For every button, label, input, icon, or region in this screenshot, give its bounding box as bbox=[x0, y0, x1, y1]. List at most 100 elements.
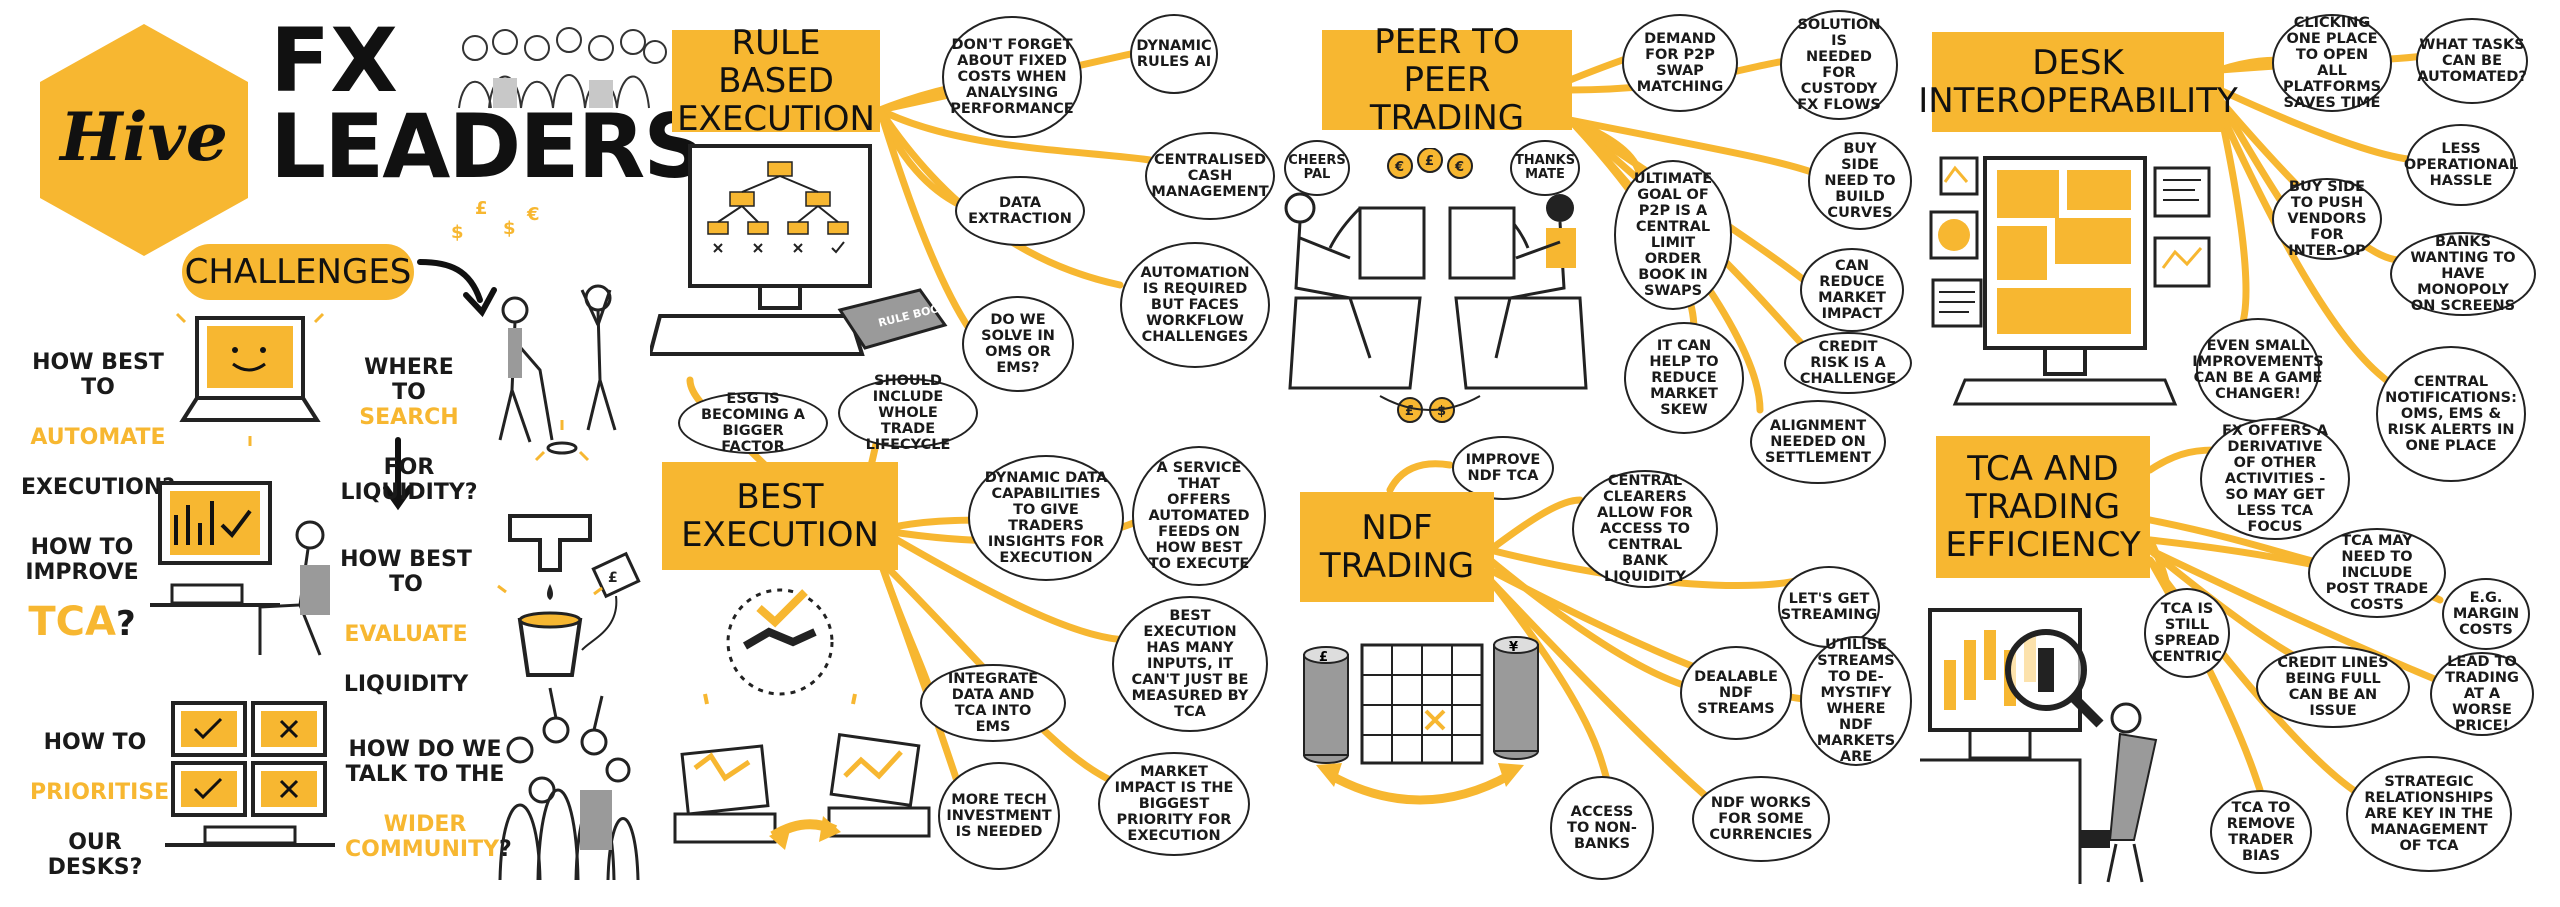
note-automation-workflow: AUTOMATION IS REQUIRED BUT FACES WORKFLO… bbox=[1120, 242, 1270, 368]
challenges-label: CHALLENGES bbox=[182, 244, 414, 300]
svg-text:$: $ bbox=[451, 222, 464, 243]
challenge-search-post: FOR LIQUIDITY? bbox=[340, 455, 478, 505]
note-tech-investment: MORE TECH INVESTMENT IS NEEDED bbox=[938, 762, 1060, 870]
challenge-search-pre: WHERE TO bbox=[364, 355, 454, 405]
ndf-trading-title: NDF TRADING bbox=[1300, 492, 1494, 602]
note-esg: ESG IS BECOMING A BIGGER FACTOR bbox=[678, 391, 828, 455]
note-small-improvements: EVEN SMALL IMPROVEMENTS CAN BE A GAME CH… bbox=[2192, 318, 2324, 422]
challenge-community-highlight: WIDER COMMUNITY bbox=[345, 812, 500, 862]
challenge-automate-pre: HOW BEST TO bbox=[32, 350, 164, 400]
desk-interoperability-title: DESK INTEROPERABILITY bbox=[1918, 32, 2238, 132]
note-less-operational-hassle: LESS OPERATIONAL HASSLE bbox=[2404, 124, 2518, 206]
note-dynamic-data: DYNAMIC DATA CAPABILITIES TO GIVE TRADER… bbox=[968, 455, 1124, 581]
two-traders-illustration: €£€ £$ bbox=[1284, 148, 1588, 423]
note-dealable-ndf-streams: DEALABLE NDF STREAMS bbox=[1680, 646, 1792, 740]
note-central-clearers: CENTRAL CLEARERS ALLOW FOR ACCESS TO CEN… bbox=[1572, 470, 1718, 588]
challenge-wider-community: HOW DO WE TALK TO THE WIDER COMMUNITY? bbox=[345, 712, 512, 862]
note-lets-get-streaming: LET'S GET STREAMING bbox=[1778, 566, 1880, 648]
challenge-evaluate-pre: HOW BEST TO bbox=[340, 547, 472, 597]
challenge-automate: HOW BEST TO AUTOMATE EXECUTION? bbox=[18, 325, 178, 500]
note-spread-centric: TCA IS STILL SPREAD CENTRIC bbox=[2144, 588, 2230, 678]
note-strategic-relationships: STRATEGIC RELATIONSHIPS ARE KEY IN THE M… bbox=[2346, 756, 2512, 872]
page-title: FX LEADERS bbox=[270, 9, 707, 198]
currency-symbols: $ £ $ € bbox=[451, 198, 540, 243]
svg-text:€: € bbox=[526, 204, 540, 225]
note-central-limit-order-book: ULTIMATE GOAL OF P2P IS A CENTRAL LIMIT … bbox=[1614, 160, 1732, 310]
note-improve-ndf-tca: IMPROVE NDF TCA bbox=[1452, 436, 1554, 500]
note-clicking-one-place: CLICKING ONE PLACE TO OPEN ALL PLATFORMS… bbox=[2272, 14, 2392, 112]
note-build-curves: BUY SIDE NEED TO BUILD CURVES bbox=[1808, 132, 1912, 230]
note-p2p-swap-matching: DEMAND FOR P2P SWAP MATCHING bbox=[1622, 14, 1738, 112]
rule-based-execution-title: RULE BASED EXECUTION bbox=[672, 24, 880, 138]
tca-trading-efficiency-title: TCA AND TRADING EFFICIENCY bbox=[1936, 436, 2150, 578]
note-credit-lines: CREDIT LINES BEING FULL CAN BE AN ISSUE bbox=[2256, 646, 2410, 728]
svg-text:£: £ bbox=[1425, 154, 1434, 169]
title-line-2: LEADERS bbox=[270, 95, 707, 198]
note-central-notifications: CENTRAL NOTIFICATIONS: OMS, EMS & RISK A… bbox=[2376, 346, 2526, 482]
smiling-laptop-illustration bbox=[175, 312, 325, 446]
note-fixed-costs: DON'T FORGET ABOUT FIXED COSTS WHEN ANAL… bbox=[942, 16, 1082, 138]
crowd-illustration bbox=[458, 27, 667, 109]
challenge-prioritise-highlight: PRIORITISE bbox=[30, 780, 170, 805]
challenge-prioritise-desks: HOW TO PRIORITISE OUR DESKS? bbox=[30, 705, 169, 880]
searching-people-illustration bbox=[498, 284, 617, 462]
note-settlement-alignment: ALIGNMENT NEEDED ON SETTLEMENT bbox=[1750, 400, 1886, 484]
note-many-inputs: BEST EXECUTION HAS MANY INPUTS, IT CAN'T… bbox=[1112, 596, 1268, 732]
challenge-tca-pre: HOW TO IMPROVE bbox=[25, 535, 139, 585]
best-execution-title: BEST EXECUTION bbox=[662, 462, 898, 570]
handshake-laptops-illustration bbox=[673, 588, 931, 850]
challenge-prioritise-pre: HOW TO bbox=[43, 730, 147, 755]
note-whole-lifecycle: SHOULD INCLUDE WHOLE TRADE LIFECYCLE bbox=[838, 373, 978, 453]
svg-text:$: $ bbox=[1437, 404, 1446, 419]
note-utilise-streams: UTILISE STREAMS TO DE-MYSTIFY WHERE NDF … bbox=[1800, 636, 1912, 766]
note-market-impact: MARKET IMPACT IS THE BIGGEST PRIORITY FO… bbox=[1098, 752, 1250, 856]
note-banks-monopoly: BANKS WANTING TO HAVE MONOPOLY ON SCREEN… bbox=[2390, 232, 2536, 316]
challenge-search-liquidity: WHERE TO SEARCH FOR LIQUIDITY? bbox=[334, 330, 484, 505]
monitor-wall-illustration bbox=[165, 701, 335, 847]
svg-text:$: $ bbox=[503, 218, 516, 239]
magnifier-chart-illustration bbox=[1920, 608, 2158, 884]
note-margin-costs: E.G. MARGIN COSTS bbox=[2442, 578, 2530, 650]
challenge-tca-highlight: TCA bbox=[28, 599, 116, 645]
note-oms-ems: DO WE SOLVE IN OMS OR EMS? bbox=[962, 296, 1074, 392]
note-centralised-cash: CENTRALISED CASH MANAGEMENT bbox=[1145, 132, 1275, 220]
svg-text:€: € bbox=[1454, 160, 1464, 175]
svg-text:¥: ¥ bbox=[1509, 640, 1518, 655]
challenge-tca-post: ? bbox=[115, 604, 136, 644]
note-data-extraction: DATA EXTRACTION bbox=[955, 176, 1085, 246]
challenge-evaluate-liquidity: HOW BEST TO EVALUATE LIQUIDITY bbox=[336, 522, 476, 697]
challenge-evaluate-post: LIQUIDITY bbox=[343, 672, 469, 697]
challenge-improve-tca: HOW TO IMPROVE TCA? bbox=[22, 510, 142, 644]
note-access-non-banks: ACCESS TO NON-BANKS bbox=[1550, 776, 1654, 880]
bubble-cheers-pal: CHEERS PAL bbox=[1284, 140, 1350, 196]
note-tasks-automated: WHAT TASKS CAN BE AUTOMATED? bbox=[2416, 18, 2528, 104]
peer-to-peer-title: PEER TO PEER TRADING bbox=[1322, 23, 1572, 137]
svg-text:£: £ bbox=[1319, 650, 1328, 665]
note-post-trade-costs: TCA MAY NEED TO INCLUDE POST TRADE COSTS bbox=[2308, 528, 2446, 618]
svg-text:£: £ bbox=[475, 198, 488, 219]
decision-tree-monitor-illustration: RULE BOOK bbox=[650, 144, 950, 356]
note-ndf-some-currencies: NDF WORKS FOR SOME CURRENCIES bbox=[1692, 776, 1830, 862]
hive-logo: Hive bbox=[36, 20, 252, 260]
challenge-evaluate-highlight: EVALUATE bbox=[344, 622, 468, 647]
note-integrate-data: INTEGRATE DATA AND TCA INTO EMS bbox=[920, 664, 1066, 742]
note-push-vendors: BUY SIDE TO PUSH VENDORS FOR INTER-OP bbox=[2272, 178, 2382, 260]
challenge-automate-post: EXECUTION? bbox=[20, 475, 176, 500]
challenge-prioritise-post: OUR DESKS? bbox=[47, 830, 143, 880]
multi-platform-screen-illustration bbox=[1929, 156, 2211, 406]
note-reduce-market-skew: IT CAN HELP TO REDUCE MARKET SKEW bbox=[1624, 322, 1744, 434]
bubble-thanks-mate: THANKS MATE bbox=[1510, 140, 1580, 196]
analyst-at-desk-illustration bbox=[150, 481, 330, 656]
coins-calendar-illustration: £ ¥ bbox=[1303, 636, 1539, 805]
note-dynamic-rules-ai: DYNAMIC RULES AI bbox=[1130, 14, 1218, 94]
note-remove-trader-bias: TCA TO REMOVE TRADER BIAS bbox=[2210, 790, 2312, 874]
hexagon-icon bbox=[40, 24, 248, 256]
note-reduce-market-impact: CAN REDUCE MARKET IMPACT bbox=[1800, 248, 1904, 332]
svg-text:£: £ bbox=[1405, 404, 1414, 419]
title-line-1: FX bbox=[270, 9, 398, 112]
tap-bucket-illustration: £ bbox=[497, 514, 641, 677]
note-worse-price: LEAD TO TRADING AT A WORSE PRICE! bbox=[2430, 652, 2534, 736]
logo-text: Hive bbox=[60, 98, 228, 176]
challenge-community-pre: HOW DO WE TALK TO THE bbox=[345, 737, 505, 787]
